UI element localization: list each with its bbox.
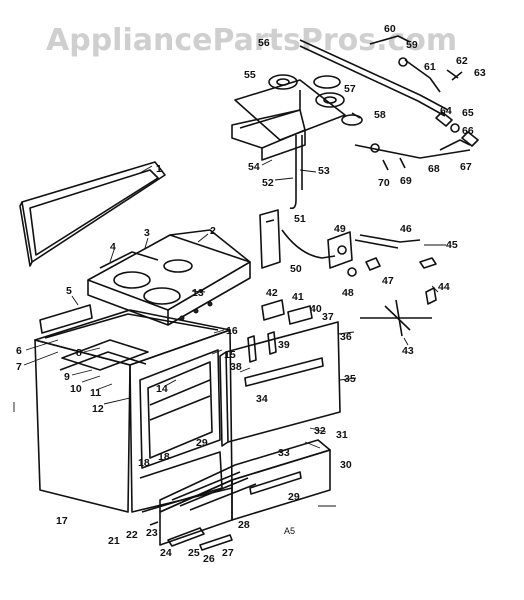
burner-assembly [231,35,479,210]
label-51: 51 [294,213,306,225]
label-12: 12 [92,403,104,415]
label-28: 28 [238,519,250,531]
label-55: 55 [244,69,256,81]
label-60: 60 [384,23,396,35]
label-32: 32 [314,425,326,437]
corner-mark: A5 [284,526,295,536]
label-22: 22 [126,529,138,541]
label-26: 26 [203,553,215,565]
label-54: 54 [248,161,260,173]
label-2: 2 [210,225,216,237]
label-49: 49 [334,223,346,235]
label-68: 68 [428,163,440,175]
label-9: 9 [64,371,70,383]
label-17: 17 [56,515,68,527]
label-6: 6 [16,345,22,357]
label-41: 41 [292,291,304,303]
label-44: 44 [438,281,450,293]
label-66: 66 [462,125,474,137]
label-56: 56 [258,37,270,49]
label-30: 30 [340,459,352,471]
storage-drawer [149,439,331,551]
label-52: 52 [262,177,274,189]
label-64: 64 [440,105,452,117]
label-70: 70 [378,177,390,189]
control-components [259,209,437,337]
label-25: 25 [188,547,200,559]
label-11: 11 [90,387,101,399]
label-16: 16 [226,325,238,337]
label-13: 13 [192,287,204,299]
label-58: 58 [374,109,386,121]
burner-57 [315,92,345,108]
label-65: 65 [462,107,474,119]
backguard-panel [19,161,166,267]
label-69: 69 [400,175,412,187]
label-4: 4 [110,241,116,253]
label-36: 36 [340,331,352,343]
label-18a: 18 [138,457,150,469]
label-61: 61 [424,61,436,73]
label-8: 8 [76,347,82,359]
label-27: 27 [222,547,234,559]
label-3: 3 [144,227,150,239]
label-63: 63 [474,67,486,79]
label-18b: 18 [158,451,170,463]
door-handle [244,357,324,387]
label-37: 37 [322,311,334,323]
label-42: 42 [266,287,278,299]
label-57: 57 [344,83,356,95]
label-46: 46 [400,223,412,235]
label-48: 48 [342,287,354,299]
label-34: 34 [256,393,268,405]
label-1: 1 [156,163,162,175]
label-29a: 29 [196,437,208,449]
label-33: 33 [278,447,290,459]
label-39: 39 [278,339,290,351]
label-45: 45 [446,239,458,251]
label-21: 21 [108,535,120,547]
label-31: 31 [336,429,348,441]
label-40: 40 [310,303,322,315]
label-62: 62 [456,55,468,67]
label-23: 23 [146,527,158,539]
label-50: 50 [290,263,302,275]
label-38: 38 [230,361,242,373]
label-59: 59 [406,39,418,51]
label-29b: 29 [288,491,300,503]
label-5: 5 [66,285,72,297]
range-body [34,304,233,513]
label-24: 24 [160,547,172,559]
label-67: 67 [460,161,472,173]
leader-lines [23,159,446,507]
watermark: AppliancePartsPros.com [46,23,457,58]
label-43: 43 [402,345,414,357]
part-labels: 1 2 3 4 5 6 7 8 9 10 11 12 13 14 15 16 1… [16,23,486,565]
label-47: 47 [382,275,394,287]
label-15: 15 [224,349,236,361]
label-10: 10 [70,383,82,395]
label-14: 14 [156,383,168,395]
label-53: 53 [318,165,330,177]
label-7: 7 [16,361,22,373]
oven-door [219,321,341,447]
label-35: 35 [344,373,356,385]
burner-55 [268,74,298,90]
